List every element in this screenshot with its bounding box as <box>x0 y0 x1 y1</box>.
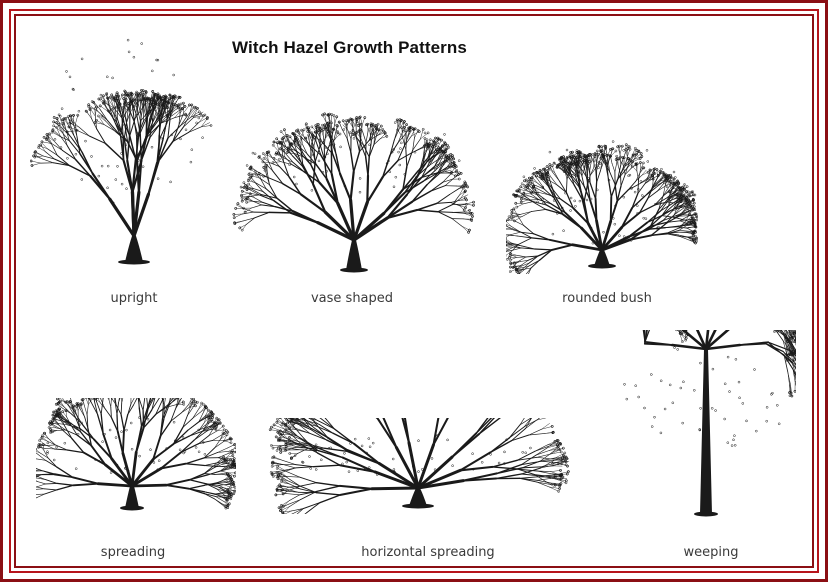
caption-upright: upright <box>110 291 158 306</box>
tree-weeping-illustration <box>606 330 796 522</box>
tree-spreading-illustration <box>36 398 236 516</box>
caption-horizontal-spreading: horizontal spreading <box>361 545 495 560</box>
tree-rounded-bush-illustration <box>506 128 698 274</box>
tree-upright-illustration <box>30 30 220 270</box>
caption-rounded-bush: rounded bush <box>562 291 652 306</box>
caption-weeping: weeping <box>683 545 739 560</box>
diagram-title: Witch Hazel Growth Patterns <box>232 38 467 57</box>
caption-vase-shaped: vase shaped <box>310 291 394 306</box>
tree-horizontal-spreading-illustration <box>268 418 580 514</box>
tree-vase-shaped-illustration <box>232 108 480 278</box>
caption-spreading: spreading <box>100 545 166 560</box>
picture-frame-inner <box>9 9 819 573</box>
